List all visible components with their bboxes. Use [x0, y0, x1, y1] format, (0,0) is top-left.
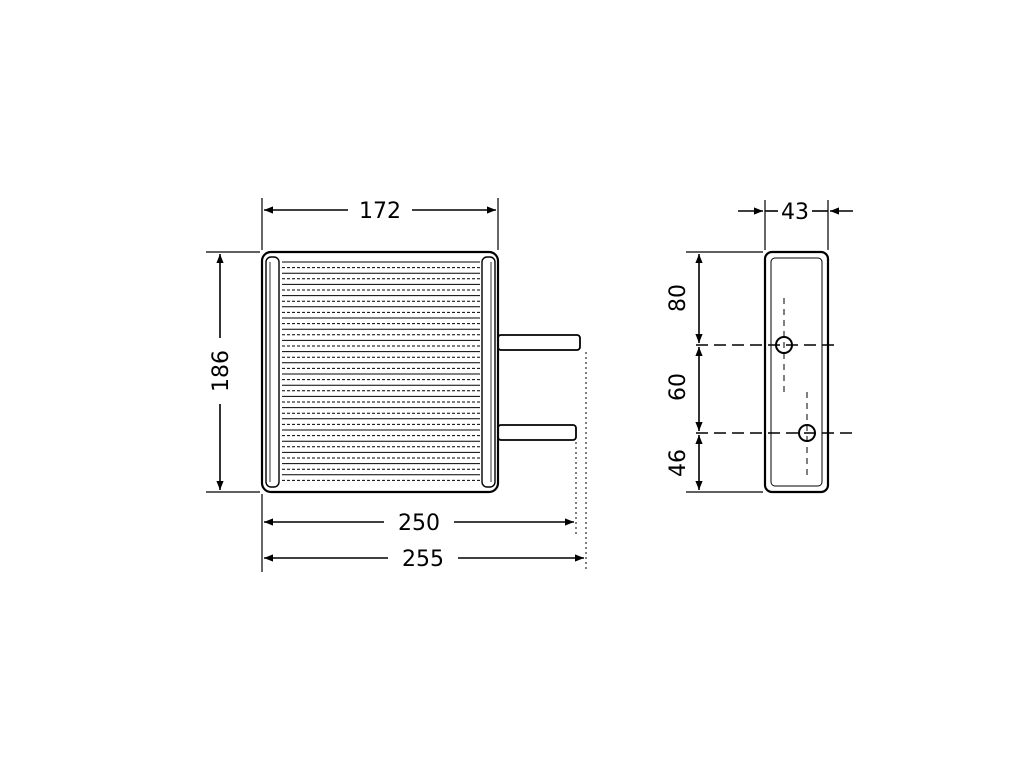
dim-length-to-pipe: 250 [264, 511, 574, 536]
dim-pipe-spacing-label: 60 [666, 373, 691, 401]
left-tank [265, 256, 280, 488]
core-fins [282, 261, 480, 481]
dim-length-to-pipe-label: 250 [398, 511, 440, 536]
dim-overall-length-label: 255 [402, 547, 444, 572]
dim-top-to-upper-pipe-label: 80 [666, 284, 691, 312]
dim-overall-length: 255 [264, 547, 584, 572]
dim-core-width: 172 [264, 199, 496, 224]
dim-core-width-label: 172 [359, 199, 401, 224]
dim-depth: 43 [738, 200, 853, 225]
upper-pipe [497, 334, 581, 351]
dim-height: 186 [209, 254, 234, 490]
dim-lower-pipe-to-bottom: 46 [666, 435, 703, 490]
dim-height-label: 186 [209, 350, 234, 392]
dim-top-to-upper-pipe: 80 [666, 254, 703, 343]
front-view: 172 186 250 255 [206, 198, 587, 572]
dim-pipe-spacing: 60 [666, 347, 703, 431]
core-outline [260, 250, 500, 494]
dim-depth-label: 43 [781, 200, 809, 225]
right-tank [481, 256, 496, 488]
side-body [763, 250, 830, 494]
dim-lower-pipe-to-bottom-label: 46 [666, 449, 691, 477]
lower-pipe [497, 424, 577, 441]
side-view: 43 80 60 46 [666, 200, 858, 494]
